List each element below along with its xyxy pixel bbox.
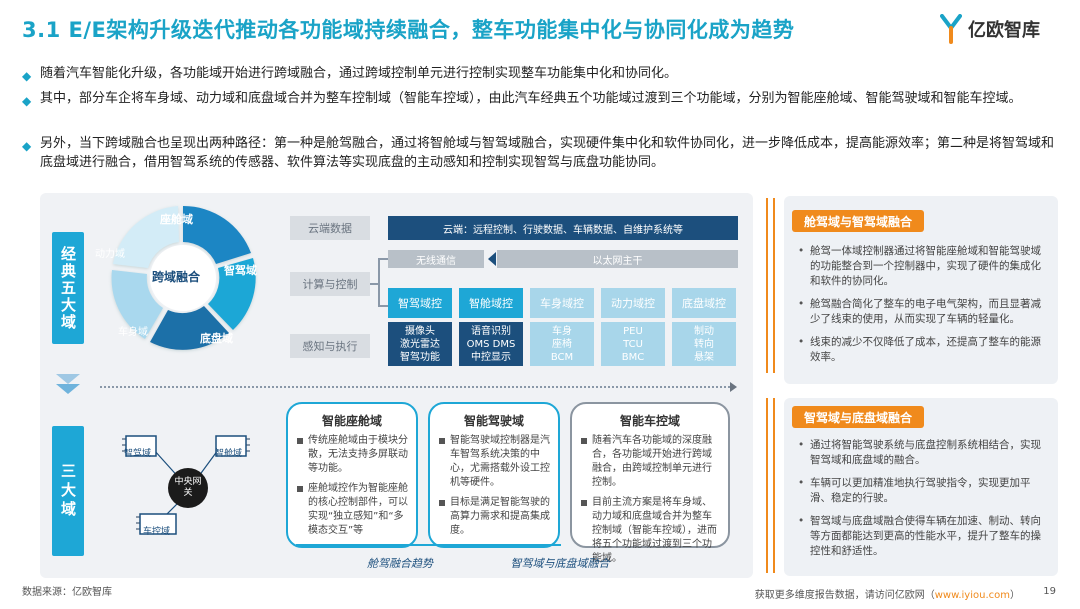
chip-control	[139, 513, 177, 535]
row-label-cloud: 云端数据	[290, 216, 370, 240]
three-domain-chips	[122, 435, 250, 535]
segment-body	[111, 270, 163, 339]
segment-label-cockpit: 座舱域	[160, 213, 193, 226]
segment-label-body: 车身域	[118, 327, 148, 338]
diamond-icon: ◆	[22, 94, 32, 108]
card-item: 目标是满足智能驾驶的高算力需求和提高集成度。	[438, 496, 550, 538]
logo-text: 亿欧智库	[968, 20, 1040, 41]
card-smart-cockpit: 智能座舱域 传统座舱域由于模块分散，无法支持多屏联动等功能。 座舱域控作为智能座…	[286, 402, 418, 548]
chip-cockpit	[215, 435, 247, 457]
card-item: 座舱域控作为智能座舱的核心控制部件，可以实现“独立感知”和“多模态交互”等	[296, 482, 408, 538]
segment-label-power: 动力域	[95, 249, 125, 260]
chip-adas	[125, 435, 157, 457]
chip-label-adas: 智驾域	[124, 449, 152, 459]
ring-center-label: 跨域融合	[152, 270, 201, 284]
data-source: 数据来源：亿欧智库	[22, 587, 112, 598]
arrow-down-icon	[56, 374, 80, 384]
info-box-cockpit-adas: 舱驾域与智驾域融合 舱驾一体域控制器通过将智能座舱域和智能驾驶域的功能整合到一个…	[784, 196, 1058, 384]
bracket-line	[773, 198, 775, 373]
segment-label-chassis: 底盘域	[200, 332, 233, 345]
wireless-bar: 无线通信	[388, 250, 484, 268]
bracket-line	[773, 398, 775, 573]
info-item: 通过将智能驾驶系统与底盘控制系统相结合，实现智驾域和底盘域的融合。	[796, 438, 1048, 468]
footer-note: 获取更多维度报告数据，请访问亿欧网（www.iyiou.com）	[754, 590, 1020, 601]
bracket-line	[766, 398, 768, 573]
segment-power	[113, 206, 179, 268]
chip-label-control: 车控域	[143, 527, 171, 537]
five-domains-label: 经典五大域	[52, 232, 84, 344]
divider-line	[100, 386, 730, 388]
info-item: 舱驾融合简化了整车的电子电气架构，而且显著减少了线束的使用，从而实现了车辆的轻量…	[796, 297, 1048, 327]
footer-link[interactable]: www.iyiou.com	[934, 590, 1010, 601]
info-box-title: 舱驾域与智驾域融合	[792, 210, 925, 232]
card-vehicle-control: 智能车控域 随着汽车各功能域的深度融合，各功能域开始进行跨域融合，由跨域控制单元…	[570, 402, 730, 564]
chip-label-cockpit: 智舱域	[215, 449, 243, 459]
card-item: 目前主流方案是将车身域、动力域和底盘域合并为整车控制域（智能车控域），进而将五个…	[580, 496, 720, 566]
domain-adas-controller: 智驾域控	[388, 288, 452, 318]
card-item: 随着汽车各功能域的深度融合，各功能域开始进行跨域融合，由跨域控制单元进行控制。	[580, 434, 720, 490]
domain-adas-subsystems: 摄像头激光雷达智驾功能	[388, 322, 452, 366]
logo: 亿欧智库	[940, 12, 1070, 46]
bullet-2: ◆ 其中，部分车企将车身域、动力域和底盘域合并为整车控制域（智能车控域），由此汽…	[22, 89, 1062, 108]
domain-chassis-controller: 底盘域控	[672, 288, 736, 318]
domain-body-controller: 车身域控	[530, 288, 594, 318]
diamond-icon: ◆	[22, 139, 32, 153]
card-item: 智能驾驶域控制器是汽车智驾系统决策的中心，尤需搭载外设工控机等硬件。	[438, 434, 550, 490]
segment-adas	[208, 258, 256, 330]
central-gateway-label: 中央网关	[174, 477, 202, 498]
row-label-perception: 感知与执行	[290, 334, 370, 358]
domain-chassis-subsystems: 制动转向悬架	[672, 322, 736, 366]
arrow-left-icon	[488, 252, 496, 266]
central-gateway-node	[168, 468, 208, 508]
path-cockpit-adas: 舱驾融合趋势	[367, 557, 433, 570]
page-number: 19	[1043, 586, 1056, 597]
page-title: 3.1 E/E架构升级迭代推动各功能域持续融合，整车功能集中化与协同化成为趋势	[22, 18, 795, 42]
path-adas-chassis: 智驾域与底盘域融合	[510, 557, 610, 570]
row-label-compute: 计算与控制	[290, 272, 370, 296]
bullet-1: ◆ 随着汽车智能化升级，各功能域开始进行跨域融合，通过跨域控制单元进行控制实现整…	[22, 64, 1062, 83]
info-box-adas-chassis: 智驾域与底盘域融合 通过将智能驾驶系统与底盘控制系统相结合，实现智驾域和底盘域的…	[784, 398, 1058, 576]
info-item: 智驾域与底盘域融合使得车辆在加速、制动、转向等方面都能达到更高的性能水平，提升了…	[796, 514, 1048, 559]
diamond-icon: ◆	[22, 69, 32, 83]
arrow-right-icon	[730, 382, 737, 392]
card-item: 传统座舱域由于模块分散，无法支持多屏联动等功能。	[296, 434, 408, 476]
three-domains-label: 三大域	[52, 426, 84, 556]
card-smart-driving: 智能驾驶域 智能驾驶域控制器是汽车智驾系统决策的中心，尤需搭载外设工控机等硬件。…	[428, 402, 560, 548]
logo-icon	[940, 14, 962, 44]
info-item: 车辆可以更加精准地执行驾驶指令，实现更加平滑、稳定的行驶。	[796, 476, 1048, 506]
cloud-bar: 云端：远程控制、行驶数据、车辆数据、自维护系统等	[388, 216, 738, 240]
segment-label-adas: 智驾域	[224, 264, 257, 277]
five-domain-ring	[111, 205, 256, 350]
info-item: 舱驾一体域控制器通过将智能座舱域和智能驾驶域的功能整合到一个控制器中，实现了硬件…	[796, 244, 1048, 289]
bullet-3: ◆ 另外，当下跨域融合也呈现出两种路径：第一种是舱驾融合，通过将智舱域与智驾域融…	[22, 136, 1055, 170]
domain-cockpit-controller: 智舱域控	[459, 288, 523, 318]
info-item: 线束的减少不仅降低了成本，还提高了整车的能源效率。	[796, 335, 1048, 365]
segment-chassis	[150, 306, 229, 350]
domain-power-controller: 动力域控	[601, 288, 665, 318]
bracket-line	[766, 198, 768, 373]
ethernet-bar: 以太网主干	[497, 250, 738, 268]
info-box-title: 智驾域与底盘域融合	[792, 406, 925, 428]
arrow-down-icon	[56, 384, 80, 394]
segment-cockpit	[183, 205, 251, 264]
